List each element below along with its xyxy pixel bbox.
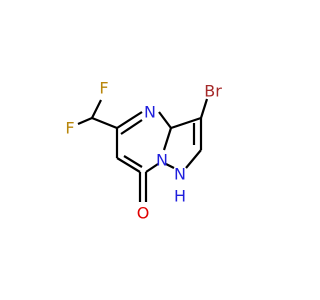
molecule-canvas: Br F F N N N H O [65, 78, 223, 223]
bond-cf2-f-left [77, 116, 93, 126]
bond-cf2-f-top [91, 99, 102, 119]
oxygen-label: O [137, 204, 150, 223]
bond-c3a-n8 [162, 127, 173, 151]
bond-c3a-c3 [170, 116, 202, 130]
fluorine-left-label: F [65, 119, 74, 138]
bond-c2-n1 [185, 149, 202, 169]
bond-cf2-c5 [91, 116, 118, 130]
bridge-nitrogen-label: N [156, 151, 168, 170]
bond-c6-c7-inner [123, 155, 143, 168]
amine-hydrogen-label: H [174, 187, 186, 206]
bonds [77, 98, 209, 202]
atom-labels: Br F F N N N H O [65, 79, 222, 223]
bond-c6-c7 [116, 157, 141, 173]
fluorine-top-label: F [99, 79, 108, 98]
bromine-label: Br [204, 82, 222, 101]
bond-c5-n4 [116, 111, 143, 129]
ring-nitrogen-label: N [144, 103, 156, 122]
bond-n1-n8 [165, 163, 175, 169]
molecule-structure: Br F F N N N H O [65, 79, 222, 223]
bond-c5-n4-inner [120, 119, 143, 135]
bond-c7-n8 [145, 163, 159, 173]
bond-n4-c3a [158, 111, 172, 129]
bond-c3-br [199, 98, 209, 119]
amine-nitrogen-label: N [174, 165, 186, 184]
